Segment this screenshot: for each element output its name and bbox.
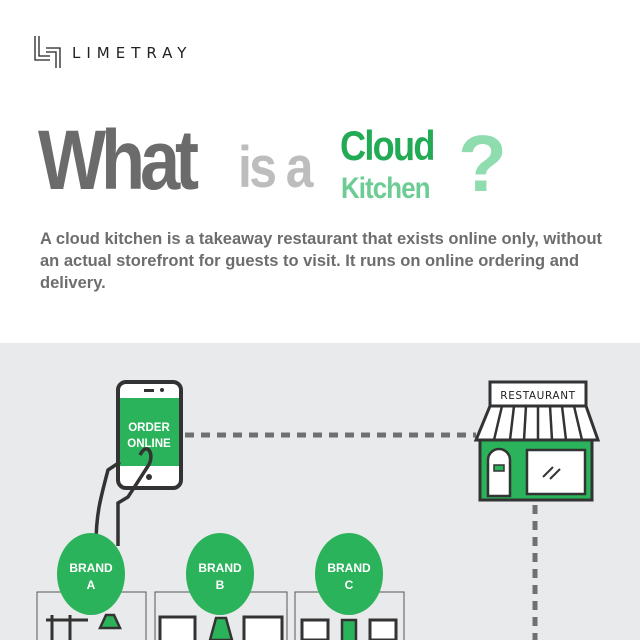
brand-c-line2: C	[345, 578, 354, 592]
brand-a-badge	[57, 533, 125, 615]
title-cloud: Cloud	[340, 122, 435, 169]
restaurant-icon	[473, 380, 601, 502]
title-kitchen: Kitchen	[341, 172, 430, 205]
phone-label-line1: ORDER	[128, 422, 170, 434]
brand-b-line1: BRAND	[198, 561, 242, 575]
brand-b-line2: B	[216, 578, 225, 592]
brand-a-line2: A	[87, 578, 96, 592]
description: A cloud kitchen is a takeaway restaurant…	[40, 230, 603, 292]
phone-icon	[94, 380, 183, 546]
title-is-a: is a	[238, 135, 313, 200]
brand-c-line1: BRAND	[327, 561, 371, 575]
brand-c-badge	[315, 533, 383, 615]
brand-a-line1: BRAND	[69, 561, 113, 575]
phone-label-line2: ONLINE	[127, 438, 171, 450]
kitchen-equipment-icons	[46, 613, 398, 640]
title-question-mark: ?	[458, 119, 507, 208]
restaurant-sign: RESTAURANT	[500, 390, 575, 402]
logo-text: LIMETRAY	[72, 44, 193, 62]
brand-b-badge	[186, 533, 254, 615]
title-what: What	[38, 113, 199, 207]
